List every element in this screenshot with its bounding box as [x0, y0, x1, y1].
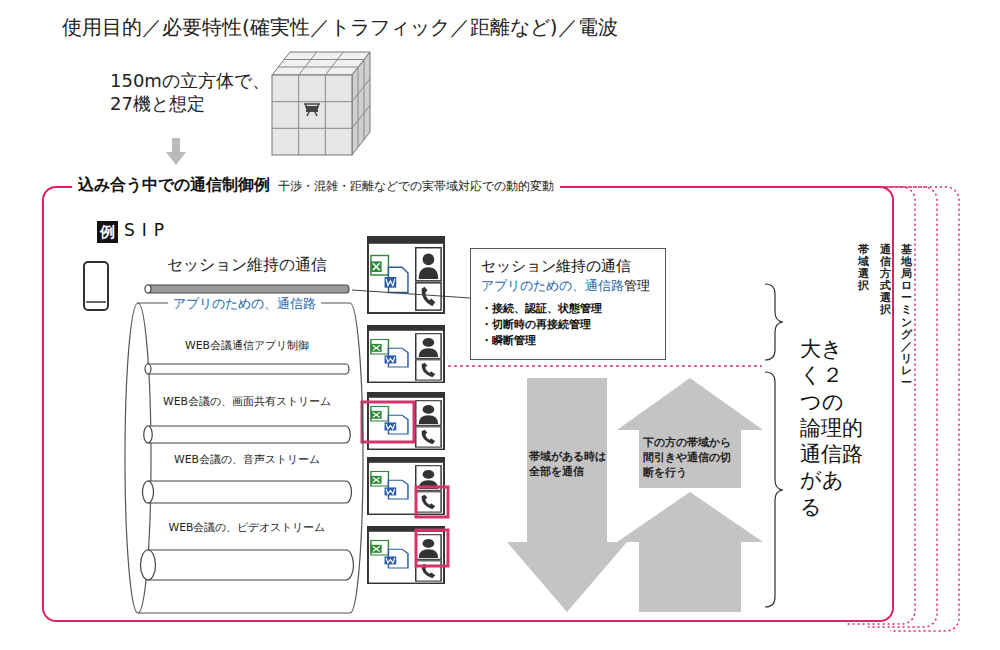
channel-label-text: アプリのための、通信路: [168, 296, 321, 311]
callout-bullet: ・瞬断管理: [481, 333, 655, 349]
drone-icon: [304, 104, 320, 116]
down-arrow-body: [507, 378, 627, 612]
highlight-box: [416, 530, 448, 566]
free-label: 150mの立方体で、27機と想定: [110, 70, 282, 115]
up-arrow-body: [617, 378, 763, 488]
node-pipe: WEB会議の、ビデオストリーム: [142, 522, 352, 581]
free-label: 大きく２つの論理的通信路がある: [800, 336, 863, 520]
callout-title: セッション維持の通信: [481, 257, 655, 277]
channel-label-holder: アプリのための、通信路: [124, 293, 364, 313]
cube-illustration: [272, 52, 370, 155]
up-arrow-body: [617, 492, 763, 612]
cube-front: [272, 75, 352, 155]
pipe-body: [148, 426, 350, 443]
smartphone-icon: [84, 262, 108, 310]
cube-grid: [272, 52, 370, 155]
down-arrow-shape: [507, 378, 627, 612]
down-arrow: [166, 138, 186, 165]
pipe-end: [145, 285, 151, 293]
callout-bullet: ・切断時の再接続管理: [481, 317, 655, 333]
node-pipe: WEB会議の、画面共有ストリーム: [142, 396, 352, 444]
node-tag: 例: [97, 221, 118, 243]
callout-subline: アプリのための、通信路管理: [481, 277, 655, 295]
highlight-box: [416, 487, 448, 517]
bracket: [765, 372, 783, 607]
free-label: SIP: [124, 220, 171, 240]
pipe-label: WEB会議通信アプリ制御: [142, 340, 352, 353]
node-dotted: 帯域選択込み合う中での通信制御例干渉・混雑・距離などでの実帯域対応での動的変動例…: [42, 186, 916, 625]
node-pipe: セッション維持の通信: [142, 256, 352, 296]
app-window: [368, 237, 444, 313]
node-callout: セッション維持の通信アプリのための、通信路管理・接続、認証、状態管理・切断時の再…: [470, 248, 666, 360]
vertical-label: 帯域選択: [858, 244, 869, 292]
pipe-end: [141, 550, 156, 580]
pipe-body: [148, 550, 354, 580]
connector: [352, 290, 470, 298]
highlight-box: [362, 402, 414, 442]
pipe-body: [148, 285, 349, 293]
arrow-label: 帯域がある時は全部を通信: [529, 450, 609, 480]
node-pipe: WEB会議の、音声ストリーム: [142, 454, 352, 504]
pipe-label: WEB会議の、ビデオストリーム: [142, 522, 352, 535]
divider-line: [448, 365, 762, 367]
pipe-label: WEB会議の、音声ストリーム: [142, 454, 352, 467]
node-down: 帯域がある時は全部を通信: [507, 378, 627, 612]
pipe-label: WEB会議の、画面共有ストリーム: [142, 396, 352, 409]
app-window: [368, 326, 444, 383]
pipe-label: セッション維持の通信: [142, 256, 352, 275]
callout-bullet: ・接続、認証、状態管理: [481, 301, 655, 317]
node-container: アプリのための、通信路WEB会議通信アプリ制御WEB会議の、画面共有ストリームW…: [124, 302, 364, 614]
pipe-end: [144, 426, 153, 443]
pipe-body: [148, 364, 349, 374]
page-title: 使用目的／必要特性(確実性／トラフィック／距離など)／電波: [62, 14, 618, 41]
app-window: [368, 527, 444, 584]
subheading: 干渉・混雑・距離などでの実帯域対応での動的変動: [278, 178, 554, 195]
vertical-label: 基地局ローミング／リレー: [901, 244, 912, 389]
arrow-label: 下の方の帯域から間引きや通信の切断を行う: [643, 436, 735, 481]
callout-suffix: 管理: [624, 278, 650, 293]
channel-outline: [138, 303, 363, 613]
node-frame: 込み合う中での通信制御例干渉・混雑・距離などでの実帯域対応での動的変動例セッショ…: [42, 186, 894, 622]
frame-heading: 込み合う中での通信制御例干渉・混雑・距離などでの実帯域対応での動的変動: [72, 175, 560, 196]
heading: 込み合う中での通信制御例: [78, 175, 270, 196]
tag-label: 例: [100, 225, 115, 240]
node-pipe: WEB会議通信アプリ制御: [142, 340, 352, 375]
pipe-end: [145, 364, 151, 374]
node-up: 下の方の帯域から間引きや通信の切断を行う: [617, 378, 763, 612]
pipe-body: [148, 481, 352, 503]
bracket: [765, 284, 783, 360]
up-arrow-shape: [617, 378, 763, 612]
vertical-label: 通信方式選択: [880, 244, 891, 317]
pipe-end: [143, 481, 154, 503]
connector-line: [352, 290, 470, 298]
callout-accent: アプリのための、通信路: [481, 278, 624, 293]
